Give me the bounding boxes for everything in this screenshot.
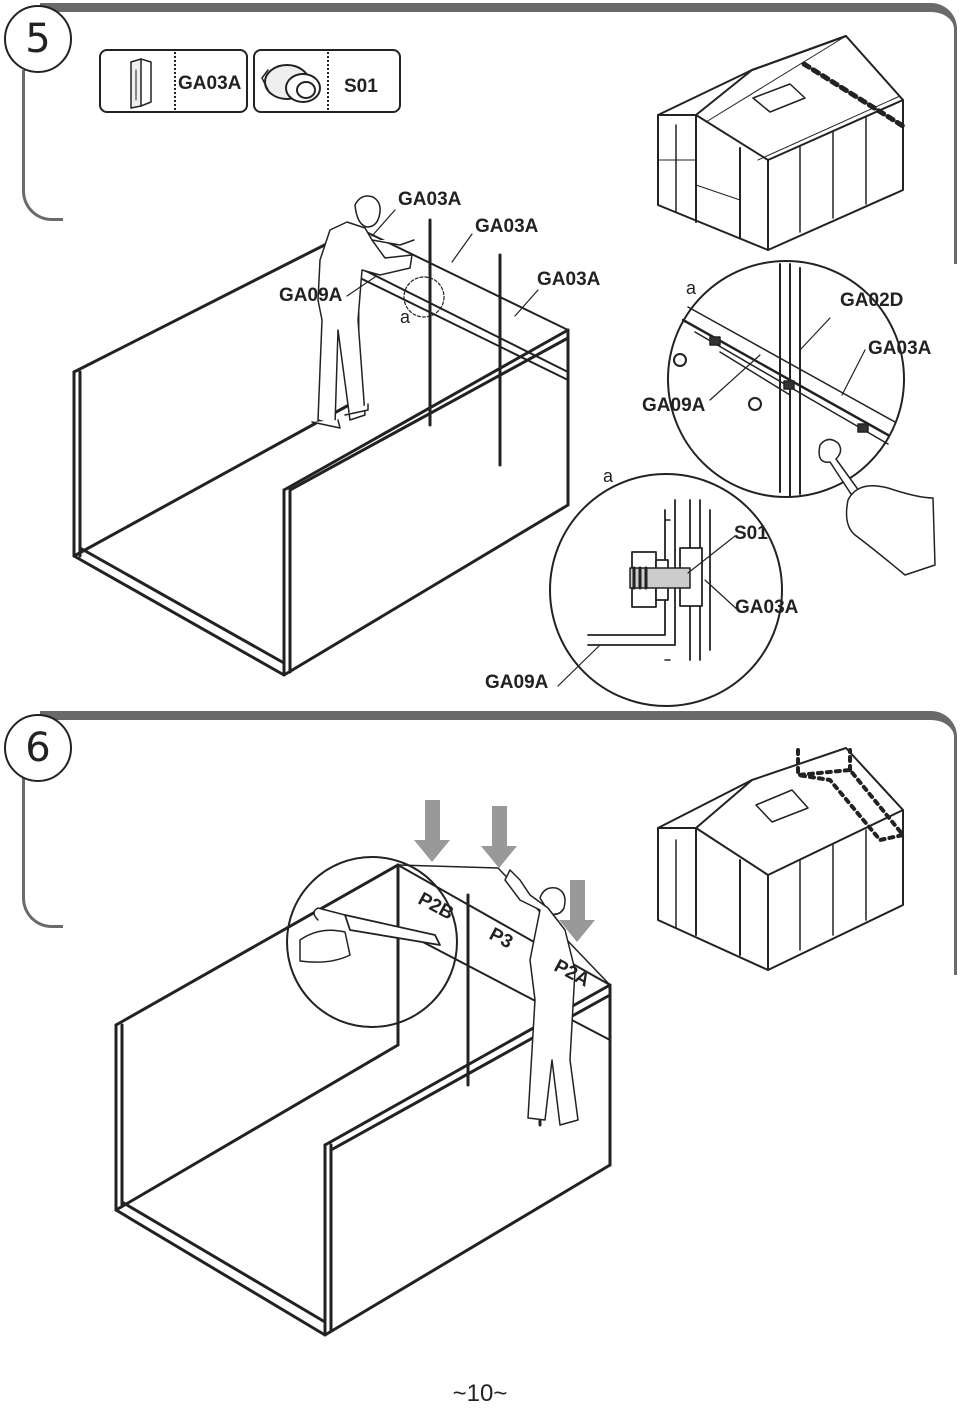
label-a-detail1: a — [686, 278, 697, 298]
step6-frame-left — [22, 775, 63, 928]
leader-lines-5 — [346, 209, 539, 317]
step6-number: 6 — [4, 714, 72, 782]
label-ga03a-top3: GA03A — [537, 269, 601, 290]
detail-circle-2 — [549, 473, 783, 707]
label-s01-detail2: S01 — [734, 523, 768, 544]
detail-circle-1 — [667, 260, 936, 576]
label-ga09a-left: GA09A — [279, 285, 343, 306]
label-ga03a-top2: GA03A — [475, 216, 539, 237]
label-ga03a-detail2: GA03A — [735, 597, 799, 618]
detail-circle-caulk — [286, 856, 458, 1028]
worker-figure-6 — [504, 869, 579, 1126]
label-ga03a-detail1: GA03A — [868, 338, 932, 359]
greenhouse-overview-6 — [657, 747, 905, 971]
part-code-ga03a: GA03A — [178, 73, 242, 94]
label-a-detail2: a — [603, 466, 614, 486]
bolt-nut-icon — [261, 64, 321, 103]
step5-frame — [40, 3, 957, 264]
step5-number: 5 — [4, 5, 72, 73]
down-arrows — [414, 800, 595, 942]
page-number: ~10~ — [452, 1380, 508, 1407]
step6-frame — [40, 711, 957, 975]
label-ga02d: GA02D — [840, 290, 904, 311]
part-code-s01: S01 — [344, 76, 378, 97]
part-box-ga03a — [99, 49, 248, 113]
worker-figure-5 — [311, 195, 415, 429]
part-divider — [174, 52, 176, 110]
greenhouse-overview-5 — [657, 35, 906, 251]
label-ga03a-top1: GA03A — [398, 189, 462, 210]
base-frame-5 — [72, 218, 570, 677]
detail-marker-a — [403, 276, 445, 318]
panel-clip-icon — [130, 58, 152, 109]
label-ga09a-detail1: GA09A — [642, 395, 706, 416]
step5-frame-left — [22, 70, 63, 221]
label-ga09a-detail2: GA09A — [485, 672, 549, 693]
part-divider — [327, 52, 329, 110]
label-a-left: a — [400, 307, 411, 327]
